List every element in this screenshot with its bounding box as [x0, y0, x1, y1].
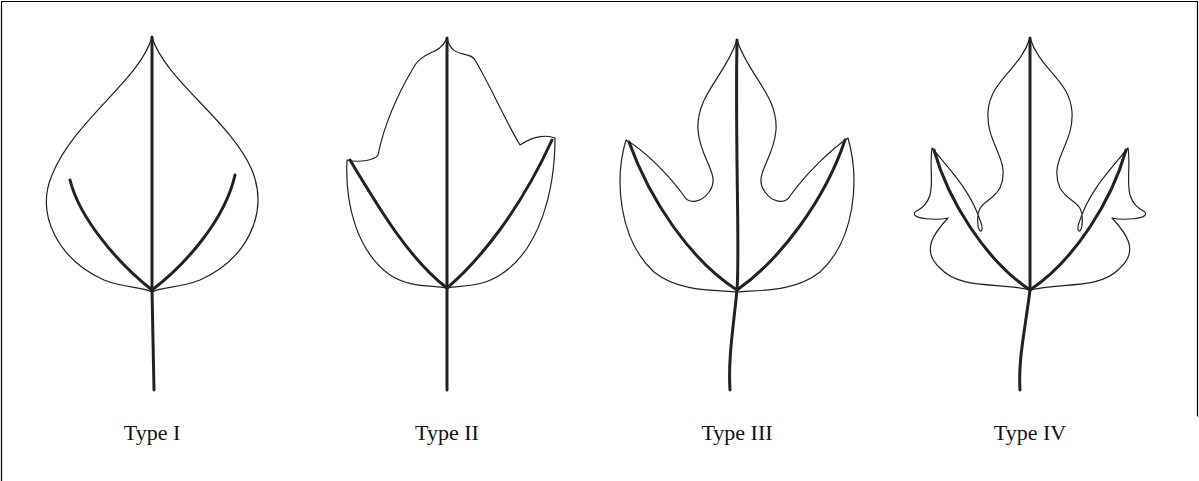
- leaf-vein: [446, 38, 449, 390]
- leaf-vein: [629, 142, 737, 290]
- leaf-vein: [152, 175, 235, 290]
- leaf-vein: [730, 40, 738, 390]
- type-label: Type IV: [992, 420, 1068, 446]
- leaf-vein: [350, 160, 447, 288]
- leaf-vein: [737, 140, 845, 290]
- leaf-vein: [934, 150, 1030, 290]
- type-label: Type I: [122, 420, 183, 446]
- leaf-vein: [1030, 150, 1126, 290]
- leaf-vein: [70, 180, 152, 290]
- type-label: Type III: [699, 420, 774, 446]
- type-label: Type II: [413, 420, 481, 446]
- leaf-vein: [152, 37, 154, 390]
- leaf-vein: [1020, 38, 1030, 390]
- leaf-outline: [347, 38, 555, 288]
- leaf-vein: [447, 140, 552, 288]
